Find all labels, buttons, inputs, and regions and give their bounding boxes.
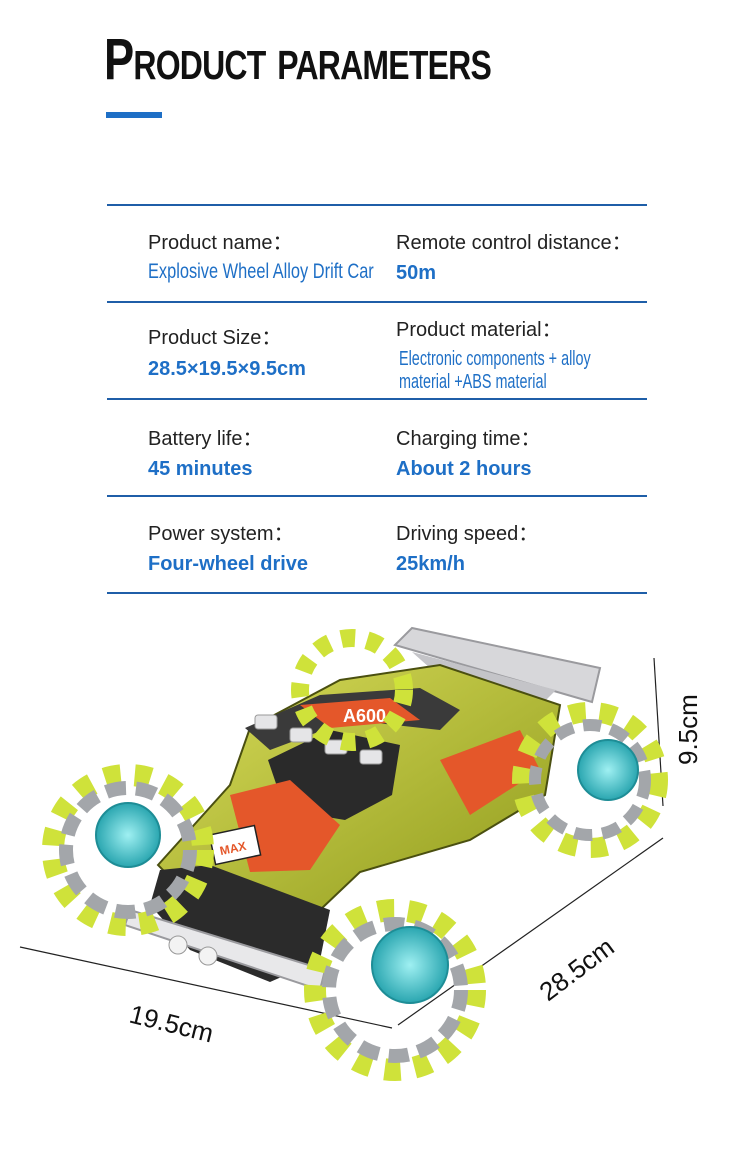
- spec-label: Remote control distance：: [396, 232, 632, 254]
- spec-value: Explosive Wheel Alloy Drift Car: [148, 260, 374, 283]
- spec-label: Product name：: [148, 232, 293, 254]
- spec-cell: Charging time：: [396, 422, 647, 451]
- table-rule: [107, 301, 647, 303]
- spec-row: Product Size： 28.5×19.5×9.5cm Product ma…: [107, 303, 647, 398]
- spec-table: Product name： Explosive Wheel Alloy Drif…: [107, 204, 647, 594]
- width-label: 19.5cm: [127, 999, 217, 1049]
- spec-cell: Product material：: [396, 313, 647, 342]
- table-rule: [107, 592, 647, 594]
- product-photo: 9.5cm 28.5cm 19.5cm A600 MAX: [19, 626, 703, 1081]
- rear-left-wheel: [291, 629, 413, 751]
- spec-cell: Product Size：: [148, 321, 388, 350]
- spec-cell: 28.5×19.5×9.5cm: [148, 358, 388, 381]
- front-right-wheel: [304, 899, 486, 1081]
- spec-label: Charging time：: [396, 428, 541, 450]
- spec-cell: Battery life：: [148, 422, 388, 451]
- spec-label: Driving speed：: [396, 523, 539, 545]
- spec-value: Electronic components + alloy material +…: [399, 348, 591, 393]
- spec-cell: Remote control distance：: [396, 226, 647, 255]
- spec-value: 28.5×19.5×9.5cm: [148, 358, 306, 380]
- length-dimension-line: [397, 837, 664, 1026]
- spec-cell: 50m: [396, 262, 647, 285]
- spec-cell: Driving speed：: [396, 517, 647, 546]
- spec-cell: Four-wheel drive: [148, 553, 388, 576]
- spec-value: 50m: [396, 262, 437, 284]
- spec-cell: About 2 hours: [396, 458, 647, 481]
- spec-row: Product name： Explosive Wheel Alloy Drif…: [107, 206, 647, 301]
- spec-label: Power system：: [148, 523, 294, 545]
- length-label: 28.5cm: [534, 932, 620, 1007]
- table-rule: [107, 398, 647, 400]
- rear-right-wheel: [512, 702, 668, 858]
- model-decal: A600: [343, 706, 386, 726]
- spec-row: Battery life： 45 minutes Charging time： …: [107, 400, 647, 495]
- title-underline: [106, 112, 162, 118]
- spec-value: 25km/h: [396, 553, 465, 575]
- spec-label: Battery life：: [148, 428, 263, 450]
- spec-label: Product material：: [396, 319, 562, 341]
- spec-value: About 2 hours: [396, 458, 532, 480]
- table-rule: [107, 495, 647, 497]
- spec-cell: Product name：: [148, 226, 388, 255]
- spec-label: Product Size：: [148, 327, 282, 349]
- front-left-wheel: [42, 764, 214, 936]
- badge-decal: MAX: [219, 839, 248, 858]
- spec-cell: Explosive Wheel Alloy Drift Car: [148, 260, 388, 284]
- spec-cell: 25km/h: [396, 553, 647, 576]
- spec-cell: Electronic components + alloy material +…: [399, 348, 650, 394]
- spec-value: 45 minutes: [148, 458, 253, 480]
- spec-cell: Power system：: [148, 517, 388, 546]
- page-title: Product parameters: [104, 27, 492, 92]
- spec-cell: 45 minutes: [148, 458, 388, 481]
- spec-row: Power system： Four-wheel drive Driving s…: [107, 497, 647, 592]
- spec-value: Four-wheel drive: [148, 553, 309, 575]
- table-rule: [107, 204, 647, 206]
- height-label: 9.5cm: [673, 694, 703, 765]
